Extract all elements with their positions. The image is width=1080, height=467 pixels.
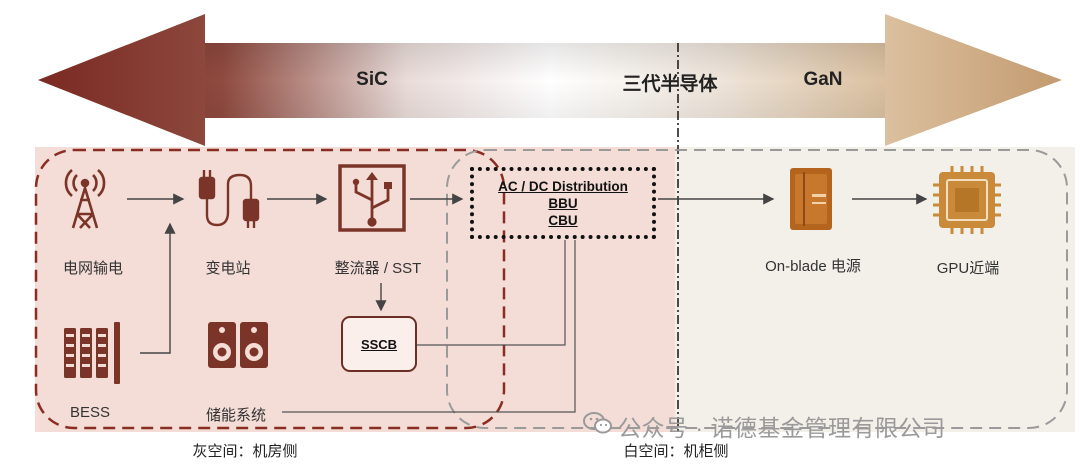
power-tower-icon bbox=[64, 169, 106, 229]
gpu-label: GPU近端 bbox=[936, 260, 1000, 277]
sic-label: SiC bbox=[356, 69, 388, 90]
gray-space-caption: 灰空间：机房侧 bbox=[192, 443, 298, 460]
distribution-box: AC / DC Distribution BBU CBU bbox=[470, 167, 656, 239]
power-module-icon bbox=[790, 168, 832, 230]
onblade-label: On-blade 电源 bbox=[765, 258, 861, 275]
distribution-bbu: BBU bbox=[548, 195, 578, 211]
rectifier-usb-icon bbox=[338, 164, 406, 232]
storage-label: 储能系统 bbox=[205, 407, 267, 424]
substation-label: 变电站 bbox=[205, 260, 251, 277]
white-space-caption: 白空间：机柜侧 bbox=[623, 443, 729, 460]
white-space-boundary bbox=[446, 149, 1068, 429]
rectifier-label: 整流器 / SST bbox=[334, 260, 422, 277]
sscb-box: SSCB bbox=[341, 316, 417, 372]
grid-label: 电网输电 bbox=[62, 260, 124, 277]
gan-label: GaN bbox=[803, 69, 843, 90]
bess-label: BESS bbox=[69, 404, 111, 421]
distribution-ac-dc: AC / DC Distribution bbox=[498, 178, 628, 194]
wechat-icon bbox=[583, 412, 612, 434]
watermark-text: 公众号 · 诺德基金管理有限公司 bbox=[618, 415, 946, 441]
edge-storage-to-distribution bbox=[282, 240, 576, 413]
bess-battery-icon bbox=[64, 322, 120, 384]
gpu-chip-icon bbox=[933, 166, 1001, 234]
white-space-zone bbox=[675, 147, 1075, 432]
gray-space-boundary bbox=[34, 148, 506, 430]
storage-speaker-icon bbox=[208, 322, 268, 368]
band-center-label: 三代半导体 bbox=[622, 74, 718, 95]
gray-space-zone bbox=[35, 147, 675, 432]
edge-bess-to-substation bbox=[140, 222, 176, 354]
edge-sscb-to-distribution bbox=[417, 240, 566, 346]
distribution-cbu: CBU bbox=[548, 212, 578, 228]
substation-plug-icon bbox=[198, 170, 260, 228]
